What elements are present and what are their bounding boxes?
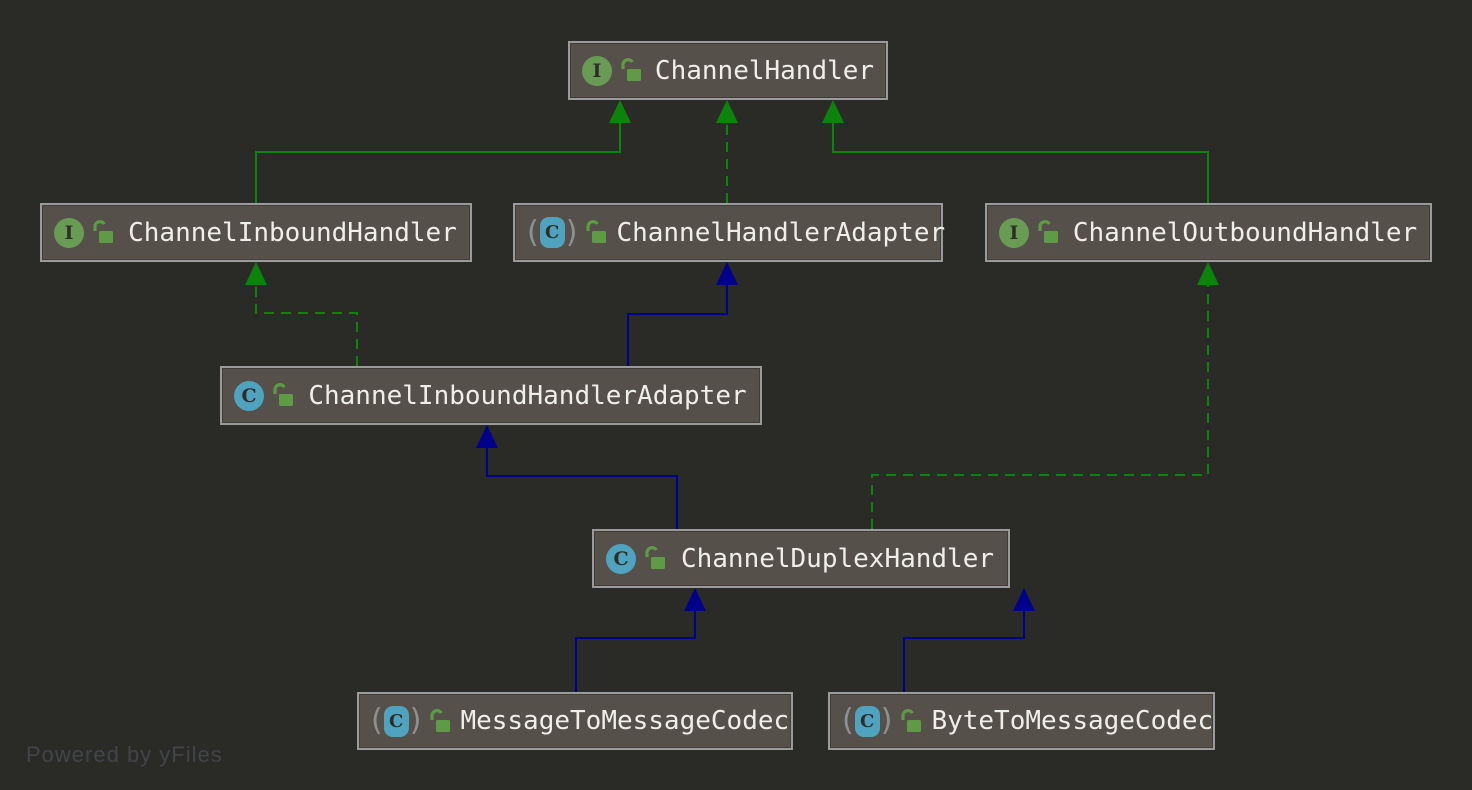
public-lock-icon	[621, 58, 641, 81]
implements-edge	[255, 285, 358, 366]
arrowhead	[476, 425, 498, 448]
node-messagetomessagecodec[interactable]: (C) MessageToMessageCodec	[357, 692, 793, 750]
inheritance-edge	[627, 285, 728, 366]
abstract-class-letter: C	[539, 217, 565, 248]
public-lock-icon	[430, 708, 451, 732]
paren-right: )	[409, 703, 422, 738]
node-channelinboundhandler[interactable]: I ChannelInboundHandler	[40, 203, 472, 262]
arrowhead	[245, 262, 267, 285]
class-icon: C	[606, 543, 636, 574]
node-label: ChannelInboundHandlerAdapter	[308, 380, 747, 411]
paren-right: )	[565, 214, 578, 250]
arrowhead	[609, 100, 631, 123]
abstract-class-icon: (C)	[371, 703, 422, 738]
arrowhead	[822, 100, 844, 123]
public-lock-icon	[273, 383, 293, 406]
interface-icon: I	[999, 217, 1029, 248]
node-channeloutboundhandler[interactable]: I ChannelOutboundHandler	[985, 203, 1432, 262]
inheritance-edge	[832, 123, 1209, 203]
node-label: ChannelHandler	[654, 55, 875, 86]
public-lock-icon	[645, 546, 665, 569]
arrowhead	[1013, 588, 1035, 611]
node-channelhandler[interactable]: I ChannelHandler	[568, 41, 888, 100]
node-label: ByteToMessageCodec	[931, 706, 1214, 736]
node-label: ChannelHandlerAdapter	[616, 217, 946, 248]
node-label: ChannelInboundHandler	[128, 217, 457, 248]
node-label: MessageToMessageCodec	[460, 706, 790, 736]
public-lock-icon	[586, 220, 607, 243]
node-channelinboundhandleradapter[interactable]: C ChannelInboundHandlerAdapter	[220, 366, 762, 425]
arrowhead	[1197, 262, 1219, 285]
paren-left: (	[371, 703, 383, 738]
node-label: ChannelOutboundHandler	[1072, 217, 1418, 248]
public-lock-icon	[1038, 220, 1058, 243]
abstract-class-icon: (C)	[527, 217, 577, 248]
interface-icon: I	[582, 55, 612, 86]
inheritance-edge	[255, 123, 621, 203]
paren-left: (	[842, 703, 854, 738]
node-label: ChannelDuplexHandler	[680, 543, 995, 574]
inheritance-edge	[575, 611, 696, 692]
abstract-class-icon: (C)	[842, 703, 893, 738]
node-channelduplexhandler[interactable]: C ChannelDuplexHandler	[592, 529, 1010, 588]
public-lock-icon	[93, 220, 113, 243]
inheritance-edge	[486, 448, 678, 529]
abstract-class-letter: C	[383, 705, 409, 737]
public-lock-icon	[901, 708, 922, 732]
node-channelhandleradapter[interactable]: (C) ChannelHandlerAdapter	[513, 203, 946, 262]
paren-right: )	[880, 703, 893, 738]
arrowhead	[716, 100, 738, 123]
class-icon: C	[234, 380, 264, 411]
arrowhead	[716, 262, 738, 285]
arrowhead	[684, 588, 706, 611]
implements-edge	[871, 285, 1209, 529]
yfiles-watermark: Powered by yFiles	[26, 742, 223, 767]
node-bytetomessagecodec[interactable]: (C) ByteToMessageCodec	[828, 692, 1215, 750]
inheritance-edge	[903, 611, 1025, 692]
abstract-class-letter: C	[854, 705, 880, 737]
interface-icon: I	[54, 217, 84, 248]
paren-left: (	[527, 214, 539, 250]
